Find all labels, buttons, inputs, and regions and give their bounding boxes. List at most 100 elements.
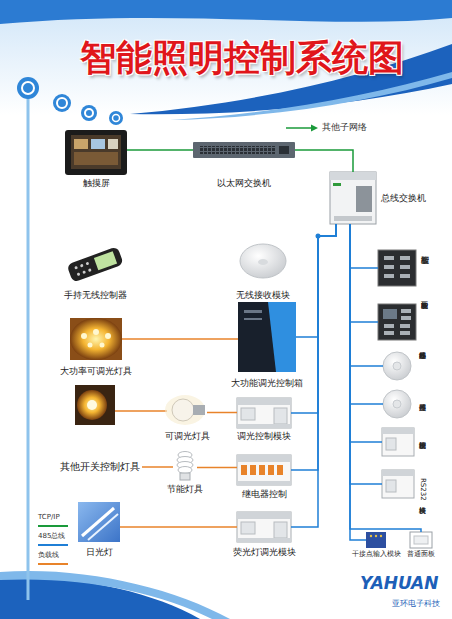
dimming-module-icon	[237, 398, 291, 428]
header-wave-light	[170, 72, 452, 120]
node-label: 以太网交换机	[217, 179, 271, 189]
node-label: 大功率可调光灯具	[60, 367, 132, 377]
other-network-arrow	[286, 125, 318, 132]
decor-circles	[17, 77, 123, 125]
node-label: 其他开关控制灯具	[58, 460, 142, 474]
legend-text: TCP/IP	[38, 514, 60, 522]
multi-function-panel-icon	[378, 304, 416, 340]
motion-sensor-icon	[383, 352, 411, 380]
smart-panel: 智能面板	[378, 250, 416, 286]
touch-screen: 触摸屏	[65, 130, 127, 175]
connector	[350, 224, 383, 366]
plain-panel: 普通面板	[410, 532, 432, 548]
cfl-bulb-icon	[177, 452, 193, 481]
smart-panel-icon	[378, 250, 416, 286]
legend-item: 485总线	[38, 533, 78, 549]
bus-junction	[316, 234, 321, 239]
legend-item: TCP/IP	[38, 514, 78, 530]
node-label: 日光灯	[86, 548, 113, 558]
node-label: 调光控制模块	[237, 432, 291, 442]
legend-line-sample	[38, 563, 68, 565]
node-label: 节能灯具	[167, 485, 203, 495]
fluorescent-dimming-module-icon	[237, 512, 291, 542]
node-label: 继电器控制	[242, 490, 287, 500]
node-label: 总线交换机	[381, 194, 426, 204]
dimming-cabinet-icon	[238, 302, 296, 372]
fluorescent-dimming-module: 荧光灯调光模块	[237, 512, 291, 542]
dimming-cabinet: 大功能调光控制箱	[238, 302, 296, 372]
connector	[350, 224, 382, 442]
connector	[350, 224, 366, 540]
fluorescent-lamp: 日光灯	[78, 502, 120, 542]
handheld-controller-icon	[67, 246, 124, 282]
connector	[291, 224, 336, 527]
node-label: 触摸屏	[83, 179, 110, 189]
legend-line	[38, 524, 70, 528]
legend-line-sample	[38, 525, 68, 527]
legend-text: 负载线	[38, 552, 59, 560]
lux-sensor-icon	[383, 390, 411, 418]
lux-sensor: 照度传感器	[383, 390, 411, 418]
dimmable-bulb-icon	[165, 395, 205, 425]
dimmable-bulb: 可调光灯具	[167, 395, 207, 427]
connector	[295, 150, 353, 172]
dry-contact-module: 干接点输入模块	[366, 532, 386, 548]
node-label: 无线接收模块	[236, 291, 290, 301]
node-label: RS232转换模块	[418, 478, 426, 501]
logo-text: YAHUAN	[360, 574, 439, 593]
node-label: 普通面板	[407, 551, 435, 558]
legend-item: 负载线	[38, 552, 78, 568]
legend-line	[38, 562, 70, 566]
multi-function-panel: 多功能智能面板	[378, 304, 416, 340]
connector	[207, 412, 237, 414]
cfl-bulb: 节能灯具	[173, 450, 197, 480]
connector	[127, 149, 193, 151]
diagram-title: 智能照明控制系统图	[80, 38, 404, 78]
relay-module-icon	[237, 455, 291, 485]
ethernet-switch-icon	[193, 142, 295, 158]
ethernet-switch: 以太网交换机	[193, 142, 295, 158]
connector	[296, 224, 336, 337]
footer-wave-light	[0, 571, 230, 619]
connector	[350, 224, 378, 322]
dry-contact-module-icon	[366, 532, 386, 548]
network-label: 其他子网络	[322, 123, 367, 133]
header-gradient	[0, 0, 452, 115]
header-band	[0, 0, 452, 24]
wireless-receiver-icon	[240, 244, 286, 278]
bus-switch-icon	[330, 172, 376, 224]
connector	[197, 467, 237, 469]
rs232-module-icon	[382, 470, 414, 498]
fluorescent-lamp-icon	[78, 502, 120, 542]
bus-switch: 总线交换机	[330, 172, 376, 224]
rs232-module: RS232转换模块	[382, 470, 414, 498]
plain-panel-icon	[410, 532, 432, 548]
handheld-controller: 手持无线控制器	[66, 248, 124, 280]
connector	[120, 526, 237, 528]
chandelier: 大功率可调光灯具	[70, 318, 122, 360]
node-label: 荧光灯调光模块	[233, 548, 296, 558]
node-label: 可调光灯具	[165, 432, 210, 442]
node-label: 干接点输入模块	[352, 551, 401, 558]
company-name: 亚环电子科技	[392, 600, 440, 609]
legend-line-sample	[38, 544, 68, 546]
connector	[291, 224, 336, 470]
connector	[350, 224, 378, 268]
connector	[122, 338, 238, 340]
wireless-receiver: 无线接收模块	[240, 244, 286, 278]
connector	[350, 224, 382, 484]
connector	[350, 224, 383, 404]
logic-module-icon	[382, 428, 414, 456]
legend-line	[38, 543, 70, 547]
dimming-module: 调光控制模块	[237, 398, 291, 428]
connector	[350, 224, 421, 532]
desk-lamp-icon	[75, 385, 115, 425]
node-label: 手持无线控制器	[64, 291, 127, 301]
chandelier-icon	[70, 318, 122, 360]
load-wire	[115, 410, 167, 412]
logic-module: 逻辑控制模块	[382, 428, 414, 456]
touchscreen-icon	[65, 130, 127, 175]
switched-lamp-label-node: 其他开关控制灯具	[58, 460, 142, 474]
